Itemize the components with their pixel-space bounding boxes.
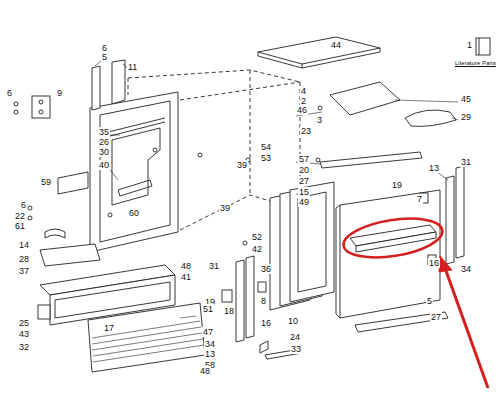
callout-number: 11 bbox=[127, 62, 138, 72]
callout-number: 31 bbox=[208, 261, 220, 271]
callout-number: 46 bbox=[296, 105, 308, 115]
callout-number: 26 bbox=[98, 137, 110, 147]
callout-number: 7 bbox=[416, 194, 423, 204]
callout-number: 49 bbox=[298, 197, 310, 207]
callout-number: 10 bbox=[287, 316, 299, 326]
callout-number: 20 bbox=[298, 165, 310, 175]
callout-number: 37 bbox=[18, 266, 30, 276]
callout-number: 47 bbox=[202, 327, 214, 337]
callout-number: 3 bbox=[316, 115, 323, 125]
callout-number: 35 bbox=[98, 127, 110, 137]
callout-number: 24 bbox=[289, 332, 301, 342]
callout-number: 27 bbox=[298, 176, 310, 186]
callout-number: 29 bbox=[460, 112, 472, 122]
callout-number: 30 bbox=[98, 147, 110, 157]
callout-number: 54 bbox=[260, 142, 272, 152]
callout-number: 16 bbox=[428, 258, 440, 268]
callout-number: 42 bbox=[251, 244, 263, 254]
callout-number: 48 bbox=[199, 366, 211, 376]
literature-label: Literature Parts bbox=[454, 60, 497, 67]
callout-number: 9 bbox=[56, 88, 63, 98]
callout-number: 45 bbox=[460, 94, 472, 104]
callout-number: 5 bbox=[426, 296, 433, 306]
callout-number: 48 bbox=[180, 261, 192, 271]
callout-number: 6 bbox=[20, 200, 27, 210]
callout-number: 31 bbox=[460, 157, 472, 167]
callout-number: 23 bbox=[300, 126, 312, 136]
callout-number: 14 bbox=[18, 240, 30, 250]
callout-number: 36 bbox=[260, 264, 272, 274]
callout-number: 34 bbox=[460, 264, 472, 274]
callout-number: 17 bbox=[103, 323, 115, 333]
callout-number: 60 bbox=[128, 208, 140, 218]
callout-number: 40 bbox=[98, 160, 110, 170]
callout-number: 44 bbox=[330, 40, 342, 50]
callout-number: 15 bbox=[298, 187, 310, 197]
callout-number: 33 bbox=[290, 344, 302, 354]
callout-number: 19 bbox=[391, 180, 403, 190]
callout-number: 13 bbox=[428, 163, 440, 173]
callout-number: 61 bbox=[14, 221, 26, 231]
callout-number: 52 bbox=[251, 232, 263, 242]
callout-number: 53 bbox=[260, 153, 272, 163]
callout-number: 25 bbox=[18, 318, 30, 328]
callout-number: 39 bbox=[219, 203, 231, 213]
callout-number: 51 bbox=[202, 304, 214, 314]
callout-number: 5 bbox=[101, 52, 108, 62]
callout-number: 57 bbox=[298, 154, 310, 164]
callout-number: 59 bbox=[40, 177, 52, 187]
callout-number: 39 bbox=[236, 160, 248, 170]
callout-number: 34 bbox=[204, 339, 216, 349]
callout-number: 32 bbox=[18, 342, 30, 352]
callout-number: 13 bbox=[204, 349, 216, 359]
callout-number: 41 bbox=[180, 272, 192, 282]
callout-number: 28 bbox=[18, 254, 30, 264]
callout-number: 22 bbox=[14, 211, 26, 221]
callout-number: 27 bbox=[430, 312, 442, 322]
callout-number: 16 bbox=[260, 318, 272, 328]
callout-number: 18 bbox=[223, 306, 235, 316]
callout-number: 1 bbox=[466, 40, 473, 50]
callout-number: 43 bbox=[18, 329, 30, 339]
callout-number: 6 bbox=[6, 88, 13, 98]
callout-number: 8 bbox=[260, 296, 267, 306]
callout-number: 4 bbox=[300, 86, 307, 96]
